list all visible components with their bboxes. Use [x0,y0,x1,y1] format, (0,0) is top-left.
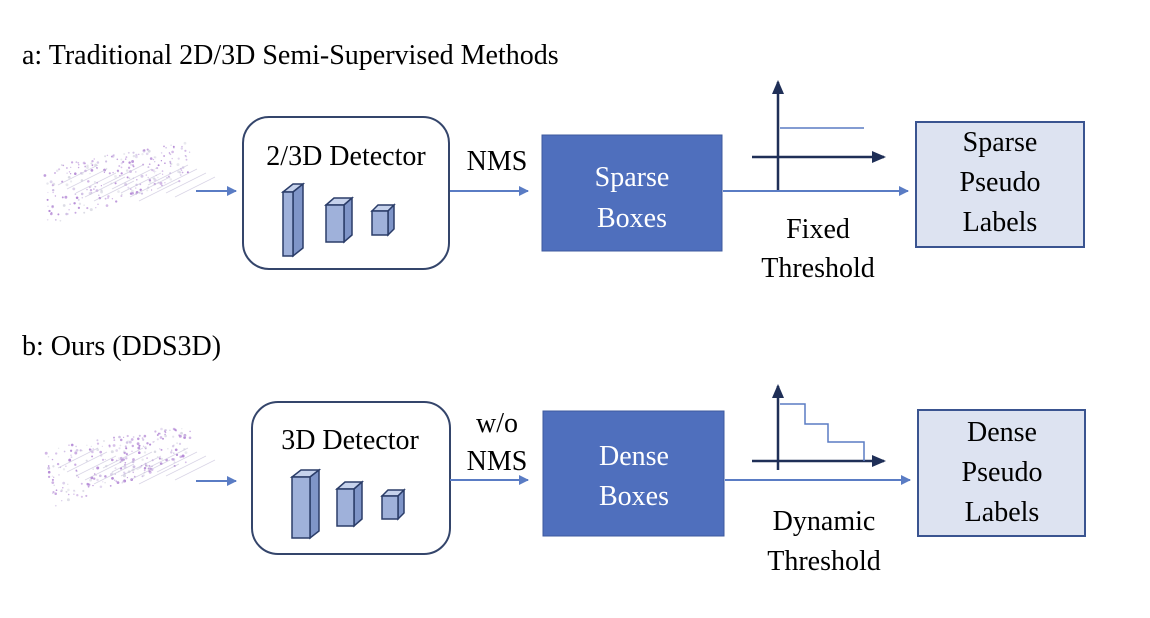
3d-cube-icon [380,488,406,521]
threshold-plot-icon [752,384,886,470]
3d-cube-icon [370,203,396,237]
nms-label: NMS [467,146,528,177]
threshold-label-line-2: Threshold [767,546,881,577]
row-b-title: b: Ours (DDS3D) [22,331,221,362]
pseudo-label-line-2: Pseudo [962,457,1043,488]
boxes-label-line-1: Sparse [595,162,670,193]
3d-cube-icon [324,196,354,244]
boxes-label-line-2: Boxes [599,481,669,512]
boxes-label-line-2: Boxes [597,203,667,234]
detector-label: 3D Detector [281,425,419,456]
boxes-label-line-1: Dense [599,441,669,472]
pseudo-label-line-3: Labels [963,207,1038,238]
threshold-label-line-1: Dynamic [773,506,876,537]
pseudo-label-line-3: Labels [965,497,1040,528]
dense-boxes-box: Dense Boxes [542,410,725,537]
sparse-boxes-box: Sparse Boxes [541,134,723,252]
pseudo-labels-box: Dense Pseudo Labels [917,409,1086,537]
dynamic-threshold-line [780,403,865,461]
pseudo-label-line-1: Dense [967,417,1037,448]
threshold-label-line-1: Fixed [786,214,850,245]
pseudo-label-line-1: Sparse [963,127,1038,158]
pseudo-labels-box: Sparse Pseudo Labels [915,121,1085,248]
pseudo-label-line-2: Pseudo [960,167,1041,198]
3d-cube-icon [280,182,306,258]
nms-label-line-1: w/o [476,408,518,439]
threshold-plot-icon [752,80,886,190]
detector-box: 3D Detector [251,401,451,555]
lidar-point-cloud-icon [44,427,216,507]
threshold-label-line-2: Threshold [761,253,875,284]
row-a: a: Traditional 2D/3D Semi-Supervised Met… [22,40,1085,284]
nms-label-line-2: NMS [467,446,528,477]
3d-cube-icon [289,468,322,540]
3d-cube-icon [335,480,364,528]
detector-box: 2/3D Detector [242,116,450,270]
row-a-title: a: Traditional 2D/3D Semi-Supervised Met… [22,40,559,71]
detector-label: 2/3D Detector [266,141,426,172]
lidar-point-cloud-icon [43,141,216,222]
row-b: b: Ours (DDS3D) 3D Detector [22,331,1086,577]
